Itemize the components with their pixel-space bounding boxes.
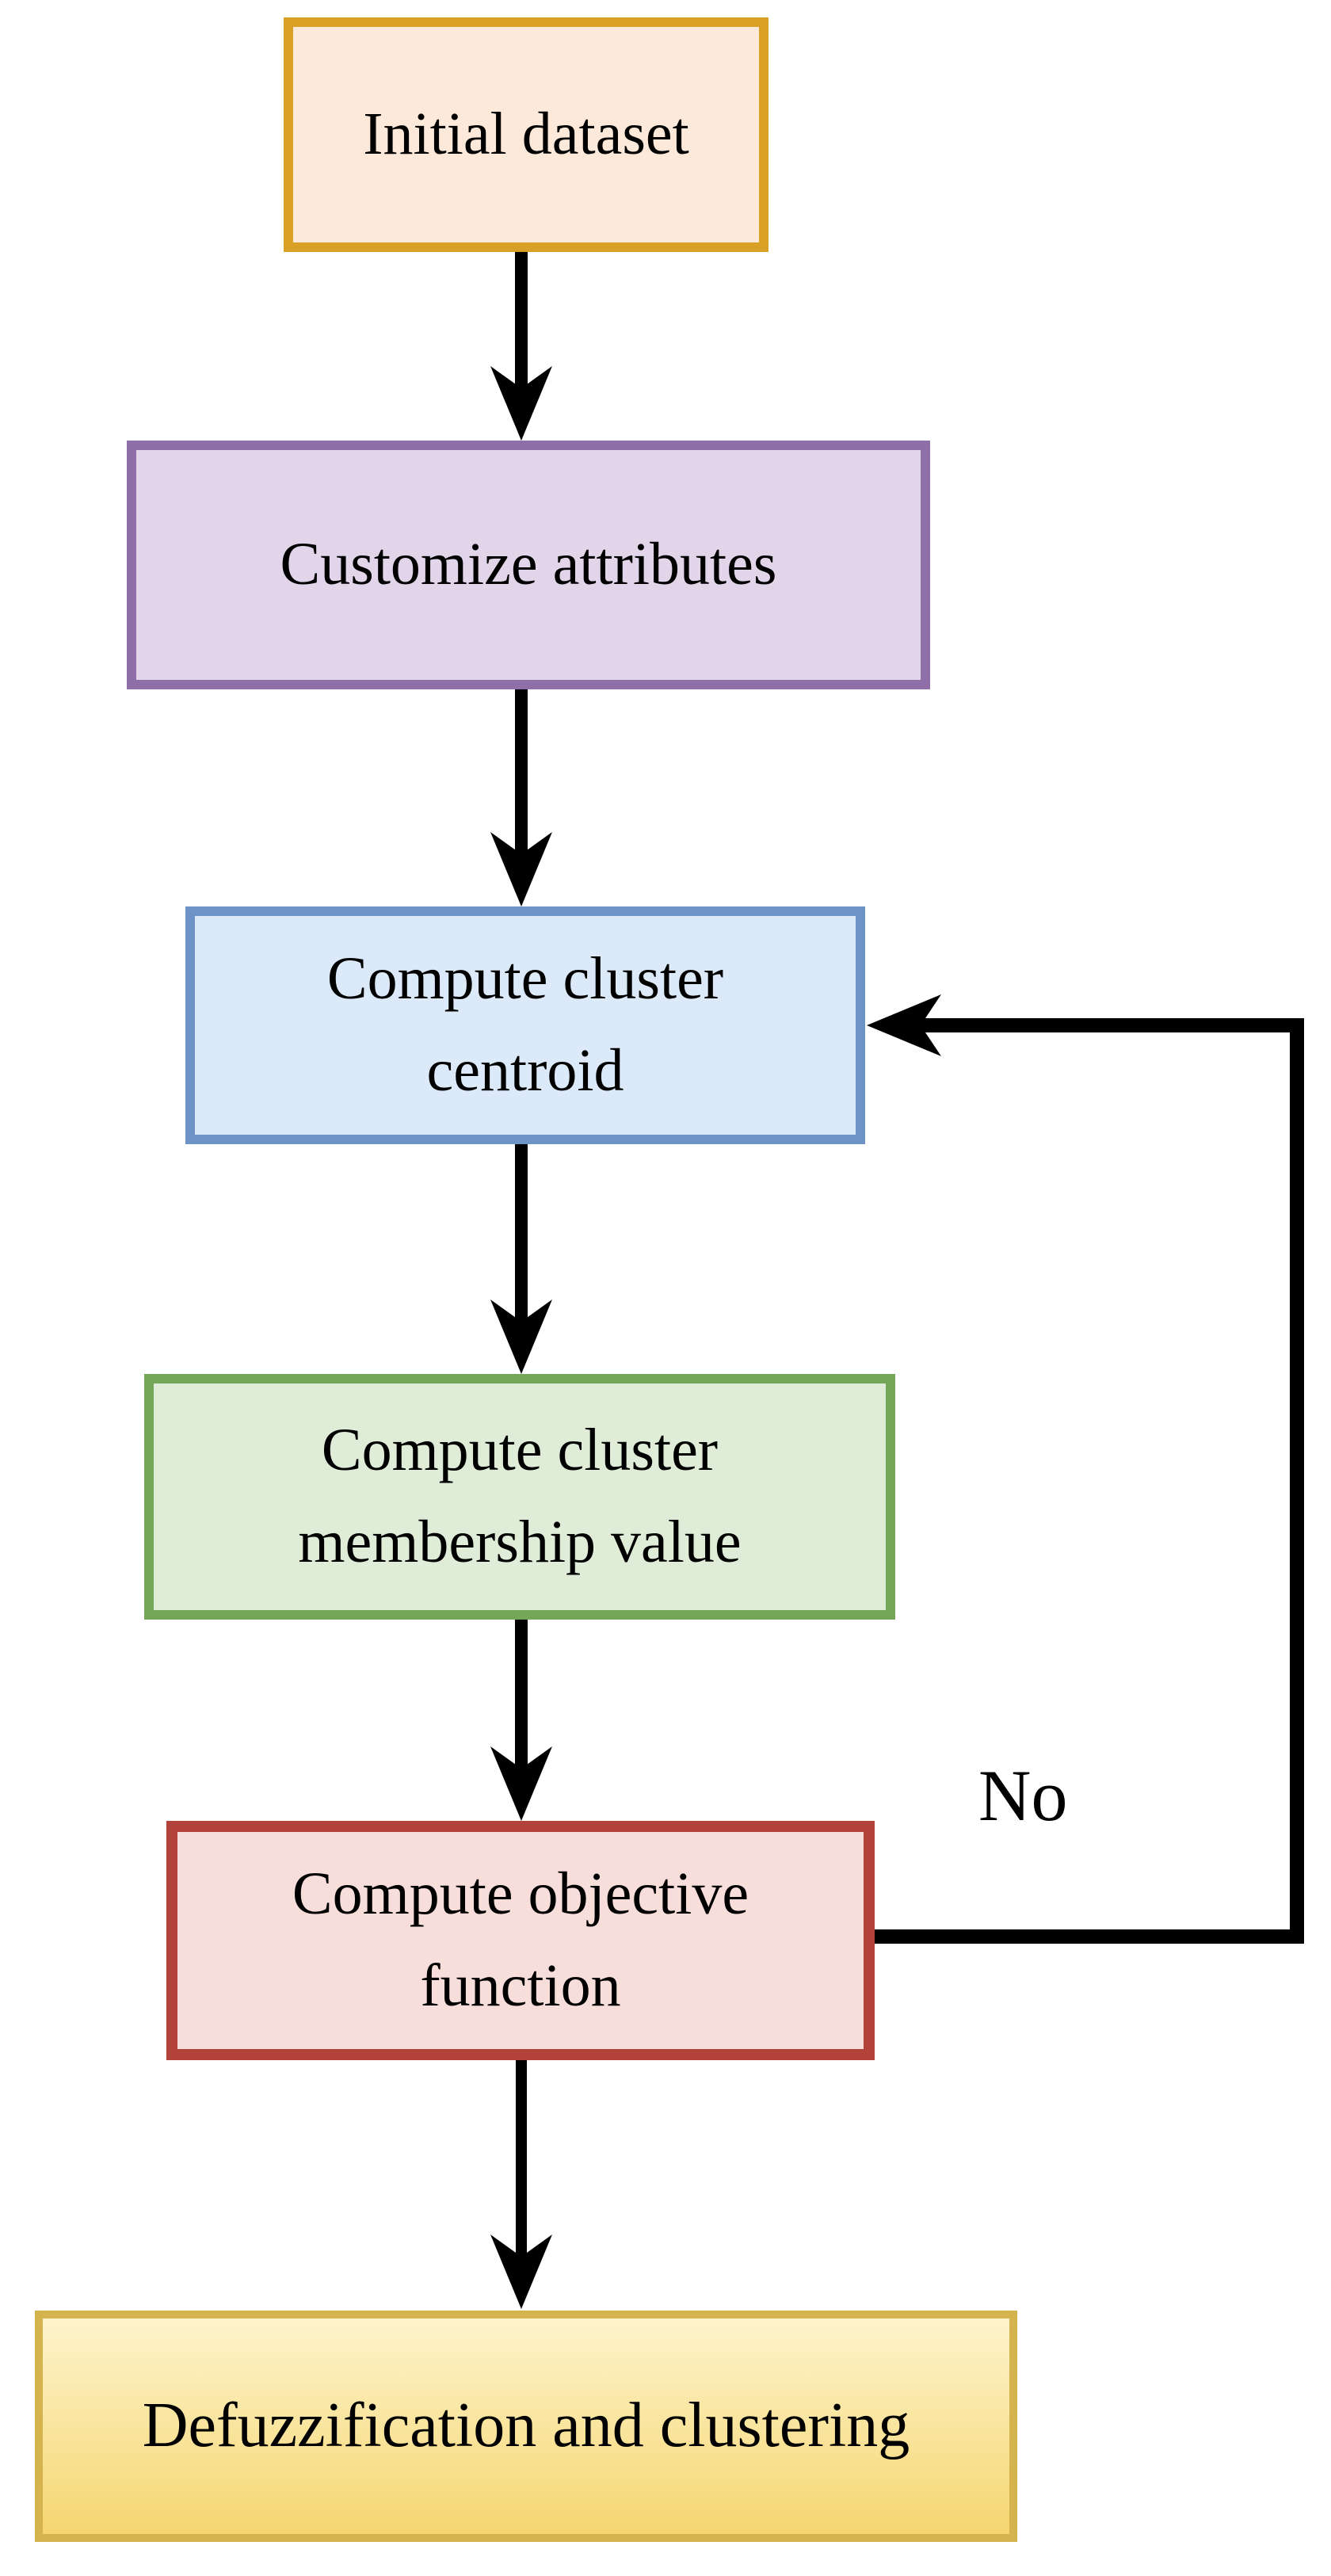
- node-customize-attributes: Customize attributes: [127, 441, 930, 689]
- node-compute-objective-function-label: Compute objective function: [292, 1860, 749, 2019]
- node-compute-cluster-centroid: Compute cluster centroid: [185, 906, 865, 1144]
- node-initial-dataset-label: Initial dataset: [363, 101, 689, 168]
- node-compute-cluster-membership-value: Compute cluster membership value: [144, 1374, 895, 1620]
- node-defuzzification-and-clustering-label: Defuzzification and clustering: [142, 2391, 910, 2461]
- arrow-centroid-to-membership: [490, 1141, 552, 1374]
- arrow-customize-to-centroid: [490, 686, 552, 906]
- node-compute-cluster-membership-value-label: Compute cluster membership value: [298, 1417, 742, 1575]
- edge-label-no: No: [978, 1755, 1068, 1836]
- arrow-objective-to-defuzzification: [490, 2057, 552, 2309]
- arrow-initial-to-customize: [490, 250, 552, 441]
- feedback-loop-no: [867, 994, 1304, 1944]
- node-compute-cluster-centroid-label: Compute cluster centroid: [326, 945, 724, 1104]
- node-defuzzification-and-clustering: Defuzzification and clustering: [35, 2311, 1017, 2542]
- node-compute-objective-function: Compute objective function: [166, 1821, 875, 2060]
- node-initial-dataset: Initial dataset: [284, 17, 768, 252]
- arrow-membership-to-objective: [490, 1616, 552, 1821]
- node-customize-attributes-label: Customize attributes: [280, 531, 777, 598]
